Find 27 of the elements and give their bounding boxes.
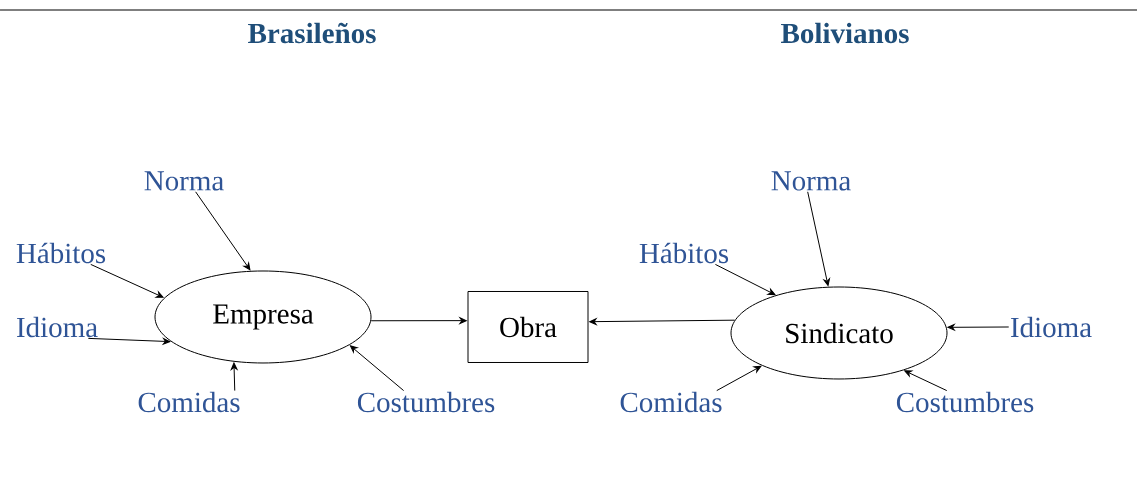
ellipse-node: Empresa <box>154 270 372 364</box>
factor-label: Costumbres <box>357 391 495 413</box>
arrow <box>716 365 762 392</box>
arrow <box>714 263 776 296</box>
arrow <box>349 345 405 392</box>
column-heading: Bolivianos <box>781 22 909 44</box>
arrow <box>90 263 164 298</box>
factor-label: Costumbres <box>896 391 1034 413</box>
arrow <box>87 337 171 345</box>
arrow <box>947 324 1010 331</box>
ellipse-node: Sindicato <box>730 286 948 380</box>
factor-label: Comidas <box>620 391 722 413</box>
factor-label: Norma <box>144 171 224 191</box>
arrow <box>195 191 251 271</box>
arrow <box>370 317 467 324</box>
factor-label: Hábitos <box>639 242 729 264</box>
factor-label: Hábitos <box>16 242 106 264</box>
column-heading: Brasileños <box>248 22 376 44</box>
arrow <box>904 370 948 392</box>
process-box: Obra <box>467 291 589 363</box>
factor-label: Comidas <box>138 391 240 413</box>
arrow <box>230 362 238 392</box>
factor-label: Norma <box>771 171 851 191</box>
arrow <box>589 318 736 325</box>
factor-label: Idioma <box>1011 316 1092 338</box>
factor-label: Idioma <box>17 316 98 338</box>
arrow <box>807 191 830 286</box>
